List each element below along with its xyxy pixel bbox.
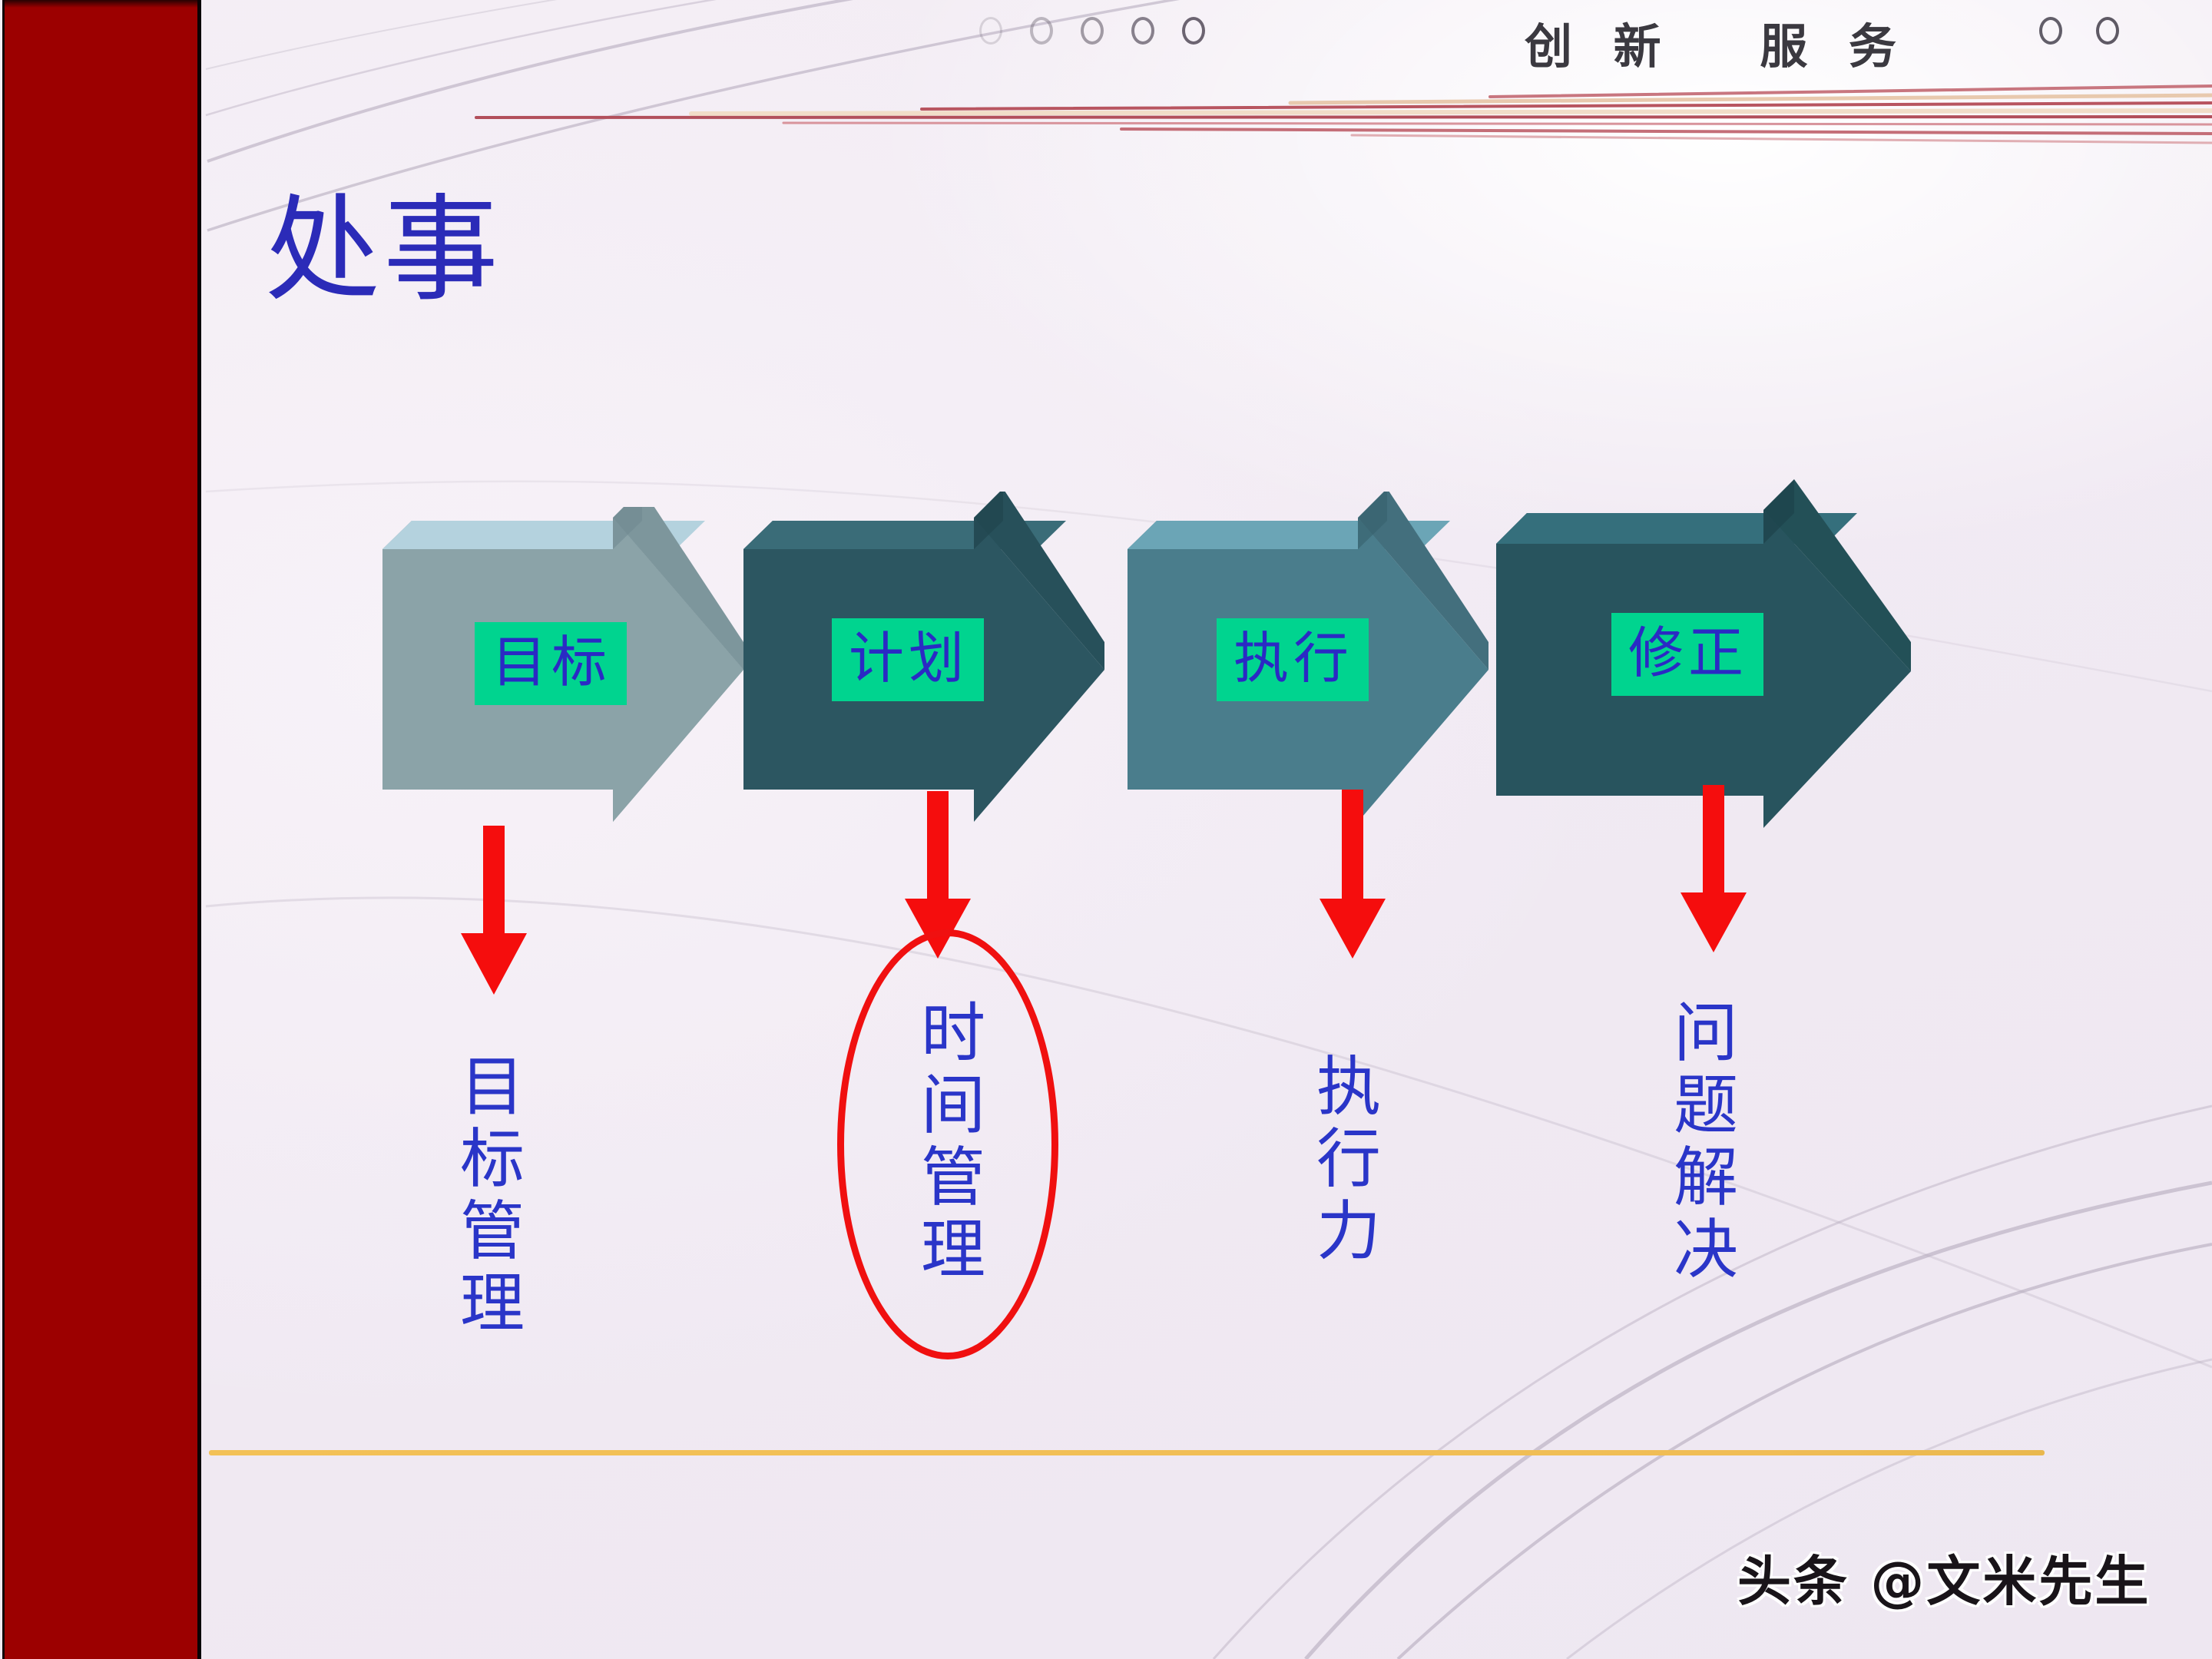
circle-icon-6 xyxy=(2039,17,2062,45)
process-arrow-execute[interactable]: 执行 xyxy=(1128,492,1488,822)
arrow-label-plan: 计划 xyxy=(832,618,985,701)
circle-icon-4 xyxy=(1131,17,1154,45)
process-arrow-correct[interactable]: 修正 xyxy=(1496,475,1911,828)
outcome-label-problem-solving: 问题解决 xyxy=(1663,998,1739,1287)
outcome-label-time-management: 时间管理 xyxy=(910,998,986,1287)
circle-icon-3 xyxy=(1081,17,1104,45)
arrow-label-correct: 修正 xyxy=(1611,613,1764,696)
circle-icon-2 xyxy=(1030,17,1053,45)
down-arrow-icon-goal xyxy=(461,826,527,995)
header-title: 创 新 服 务 xyxy=(1525,18,1909,75)
down-arrow-icon-correct xyxy=(1681,785,1747,952)
arrow-label-goal: 目标 xyxy=(475,622,628,705)
down-arrow-icon-plan xyxy=(905,791,971,959)
watermark-credit: 头条 @文米先生 xyxy=(1737,1550,2151,1613)
highlight-ellipse-time-management xyxy=(837,929,1058,1359)
header-circle-group-right xyxy=(2039,17,2119,45)
footer-divider xyxy=(209,1450,2045,1455)
page-title: 处事 xyxy=(265,184,502,317)
process-arrow-goal[interactable]: 目标 xyxy=(382,507,743,822)
outcome-label-execution: 执行力 xyxy=(1306,1052,1382,1269)
down-arrow-icon-execute xyxy=(1320,790,1386,959)
process-arrow-row: 目标 计划 执行 xyxy=(0,461,2212,837)
circle-icon-7 xyxy=(2096,17,2119,45)
circle-icon-1 xyxy=(979,17,1002,45)
arrow-label-execute: 执行 xyxy=(1217,618,1369,701)
sidebar-top-edge xyxy=(5,0,197,8)
header-circle-group-left xyxy=(979,17,1205,45)
outcome-label-goal-management: 目标管理 xyxy=(449,1052,525,1341)
circle-icon-5 xyxy=(1182,17,1205,45)
process-arrow-plan[interactable]: 计划 xyxy=(743,492,1104,822)
left-red-bar xyxy=(2,0,201,1659)
